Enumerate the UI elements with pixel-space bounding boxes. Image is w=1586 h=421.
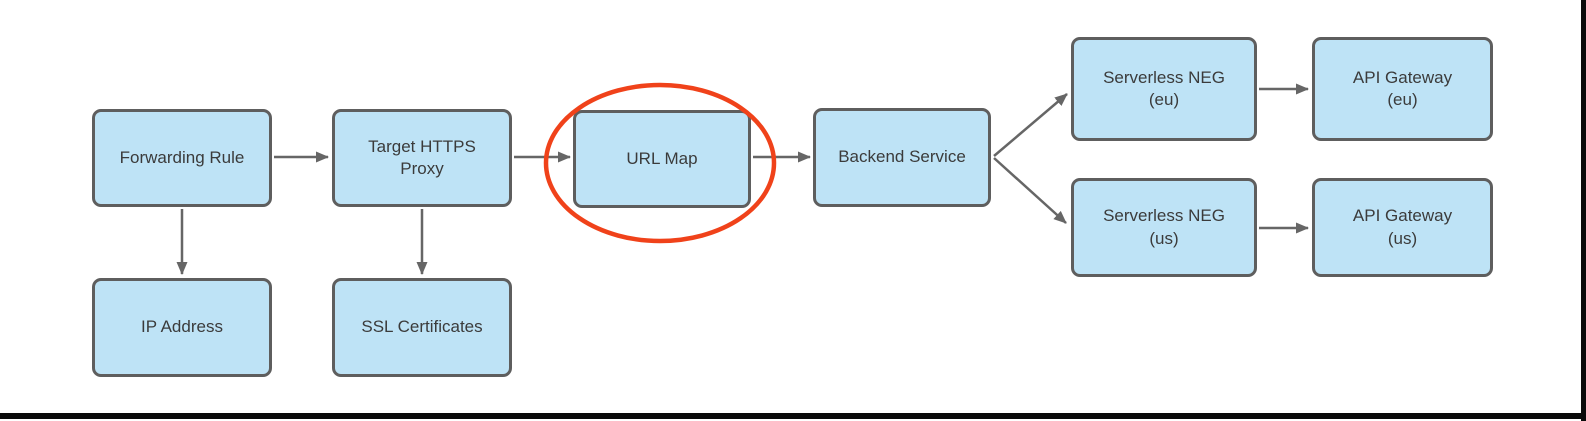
- node-api-gateway-us-label: API Gateway (us): [1352, 206, 1453, 248]
- screenshot-bottom-edge: [0, 413, 1586, 419]
- node-target-https-proxy: Target HTTPS Proxy: [332, 109, 512, 207]
- node-ssl-certificates: SSL Certificates: [332, 278, 512, 377]
- edge-backend-service-to-serverless-neg-eu: [993, 93, 1068, 157]
- node-ssl-certificates-label: SSL Certificates: [361, 317, 483, 337]
- node-serverless-neg-eu: Serverless NEG (eu): [1071, 37, 1257, 141]
- node-forwarding-rule-label: Forwarding Rule: [119, 147, 245, 167]
- node-api-gateway-us: API Gateway (us): [1312, 178, 1493, 277]
- node-serverless-neg-us: Serverless NEG (us): [1071, 178, 1257, 277]
- node-ip-address-label: IP Address: [141, 317, 223, 337]
- node-api-gateway-eu-label: API Gateway (eu): [1352, 67, 1453, 109]
- node-url-map-label: URL Map: [626, 148, 698, 168]
- node-serverless-neg-us-label: Serverless NEG (us): [1103, 206, 1225, 248]
- edge-backend-service-to-serverless-neg-us: [993, 157, 1067, 224]
- node-forwarding-rule: Forwarding Rule: [92, 109, 272, 207]
- node-backend-service-label: Backend Service: [838, 147, 966, 167]
- node-ip-address: IP Address: [92, 278, 272, 377]
- node-backend-service: Backend Service: [813, 108, 991, 207]
- node-serverless-neg-eu-label: Serverless NEG (eu): [1103, 67, 1225, 109]
- node-target-https-proxy-label: Target HTTPS Proxy: [368, 136, 476, 178]
- screenshot-right-edge: [1581, 0, 1586, 421]
- node-url-map: URL Map: [573, 110, 751, 208]
- node-api-gateway-eu: API Gateway (eu): [1312, 37, 1493, 141]
